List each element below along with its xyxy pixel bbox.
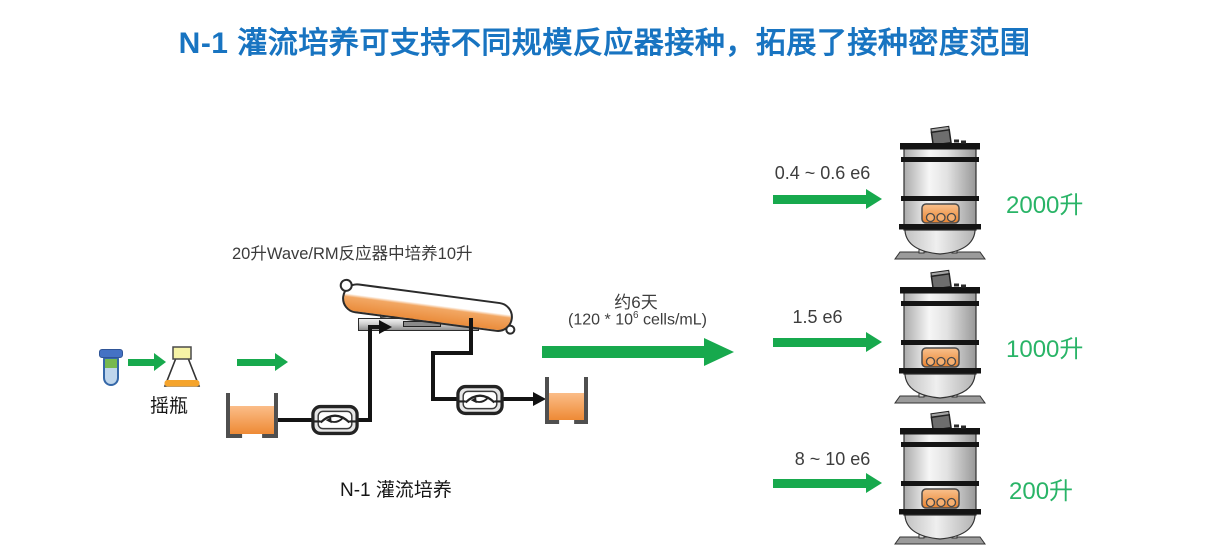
tubing-media-to-pump	[277, 418, 313, 422]
arrow-flask-to-wave	[237, 359, 275, 366]
shake-flask-label: 摇瓶	[150, 396, 189, 417]
arrow-to-200L-head	[866, 473, 882, 493]
cryovial-gel	[105, 359, 117, 368]
tubing-harvest-h1	[431, 351, 473, 355]
tubing-feed-top	[368, 325, 380, 329]
stainless-bioreactor-icon	[894, 410, 986, 545]
arrow-vial-to-flask-head	[154, 353, 166, 371]
inoculation-density-label: 1.5 e6	[792, 307, 843, 327]
media-vessel-notch	[242, 434, 262, 438]
media-liquid	[230, 406, 274, 434]
cryovial-cap	[99, 349, 123, 358]
reactor-volume-label: 1000升	[1006, 336, 1084, 363]
density-exponent: 6	[632, 310, 639, 321]
main-transfer-arrow-head	[704, 338, 734, 366]
cryovial-tube	[103, 357, 119, 386]
arrow-to-200L	[773, 479, 866, 488]
density-prefix: (120 * 10	[568, 311, 633, 329]
transfer-duration-label: 约6天	[614, 293, 658, 312]
inoculation-density-label: 8 ~ 10 e6	[794, 449, 871, 469]
reactor-volume-label: 200升	[1009, 478, 1074, 505]
arrow-to-1000L	[773, 338, 866, 347]
tubing-feed-riser	[368, 329, 372, 422]
tubing-harvest-drop	[469, 318, 473, 355]
cryovial-icon	[99, 349, 123, 386]
arrow-to-1000L-head	[866, 332, 882, 352]
density-suffix: cells/mL)	[638, 311, 707, 329]
arrow-to-2000L	[773, 195, 866, 204]
wave-reactor-caption: 20升Wave/RM反应器中培养10升	[232, 245, 473, 263]
main-transfer-arrow	[542, 346, 704, 358]
harvest-vessel-notch	[558, 420, 575, 424]
inoculation-density-label: 0.4 ~ 0.6 e6	[774, 163, 871, 183]
tubing-harvest-v2	[431, 351, 435, 401]
arrow-vial-to-flask	[128, 359, 154, 366]
shake-flask-icon	[163, 346, 201, 387]
peristaltic-pump-icon	[311, 404, 359, 436]
arrow-to-2000L-head	[866, 189, 882, 209]
arrow-flask-to-wave-head	[275, 353, 288, 371]
tubing-pump-out	[357, 418, 371, 422]
feed-arrow-head	[379, 320, 392, 334]
harvest-arrow-head	[533, 392, 546, 406]
reactor-volume-label: 2000升	[1006, 192, 1084, 219]
n1-perfusion-label: N-1 灌流培养	[340, 480, 452, 501]
transfer-density-label: (120 * 106 cells/mL)	[540, 310, 735, 329]
media-vessel-icon	[226, 393, 278, 438]
harvest-vessel-icon	[545, 377, 588, 424]
tubing-harvest-out	[503, 397, 535, 401]
tubing-harvest-h2	[431, 397, 459, 401]
wave-bag-right-curl	[504, 324, 516, 336]
peristaltic-pump-icon	[456, 384, 504, 416]
harvest-liquid	[549, 393, 584, 420]
page-title: N-1 灌流培养可支持不同规模反应器接种，拓展了接种密度范围	[178, 27, 1031, 60]
stainless-bioreactor-icon	[894, 269, 986, 404]
stainless-bioreactor-icon	[894, 125, 986, 260]
